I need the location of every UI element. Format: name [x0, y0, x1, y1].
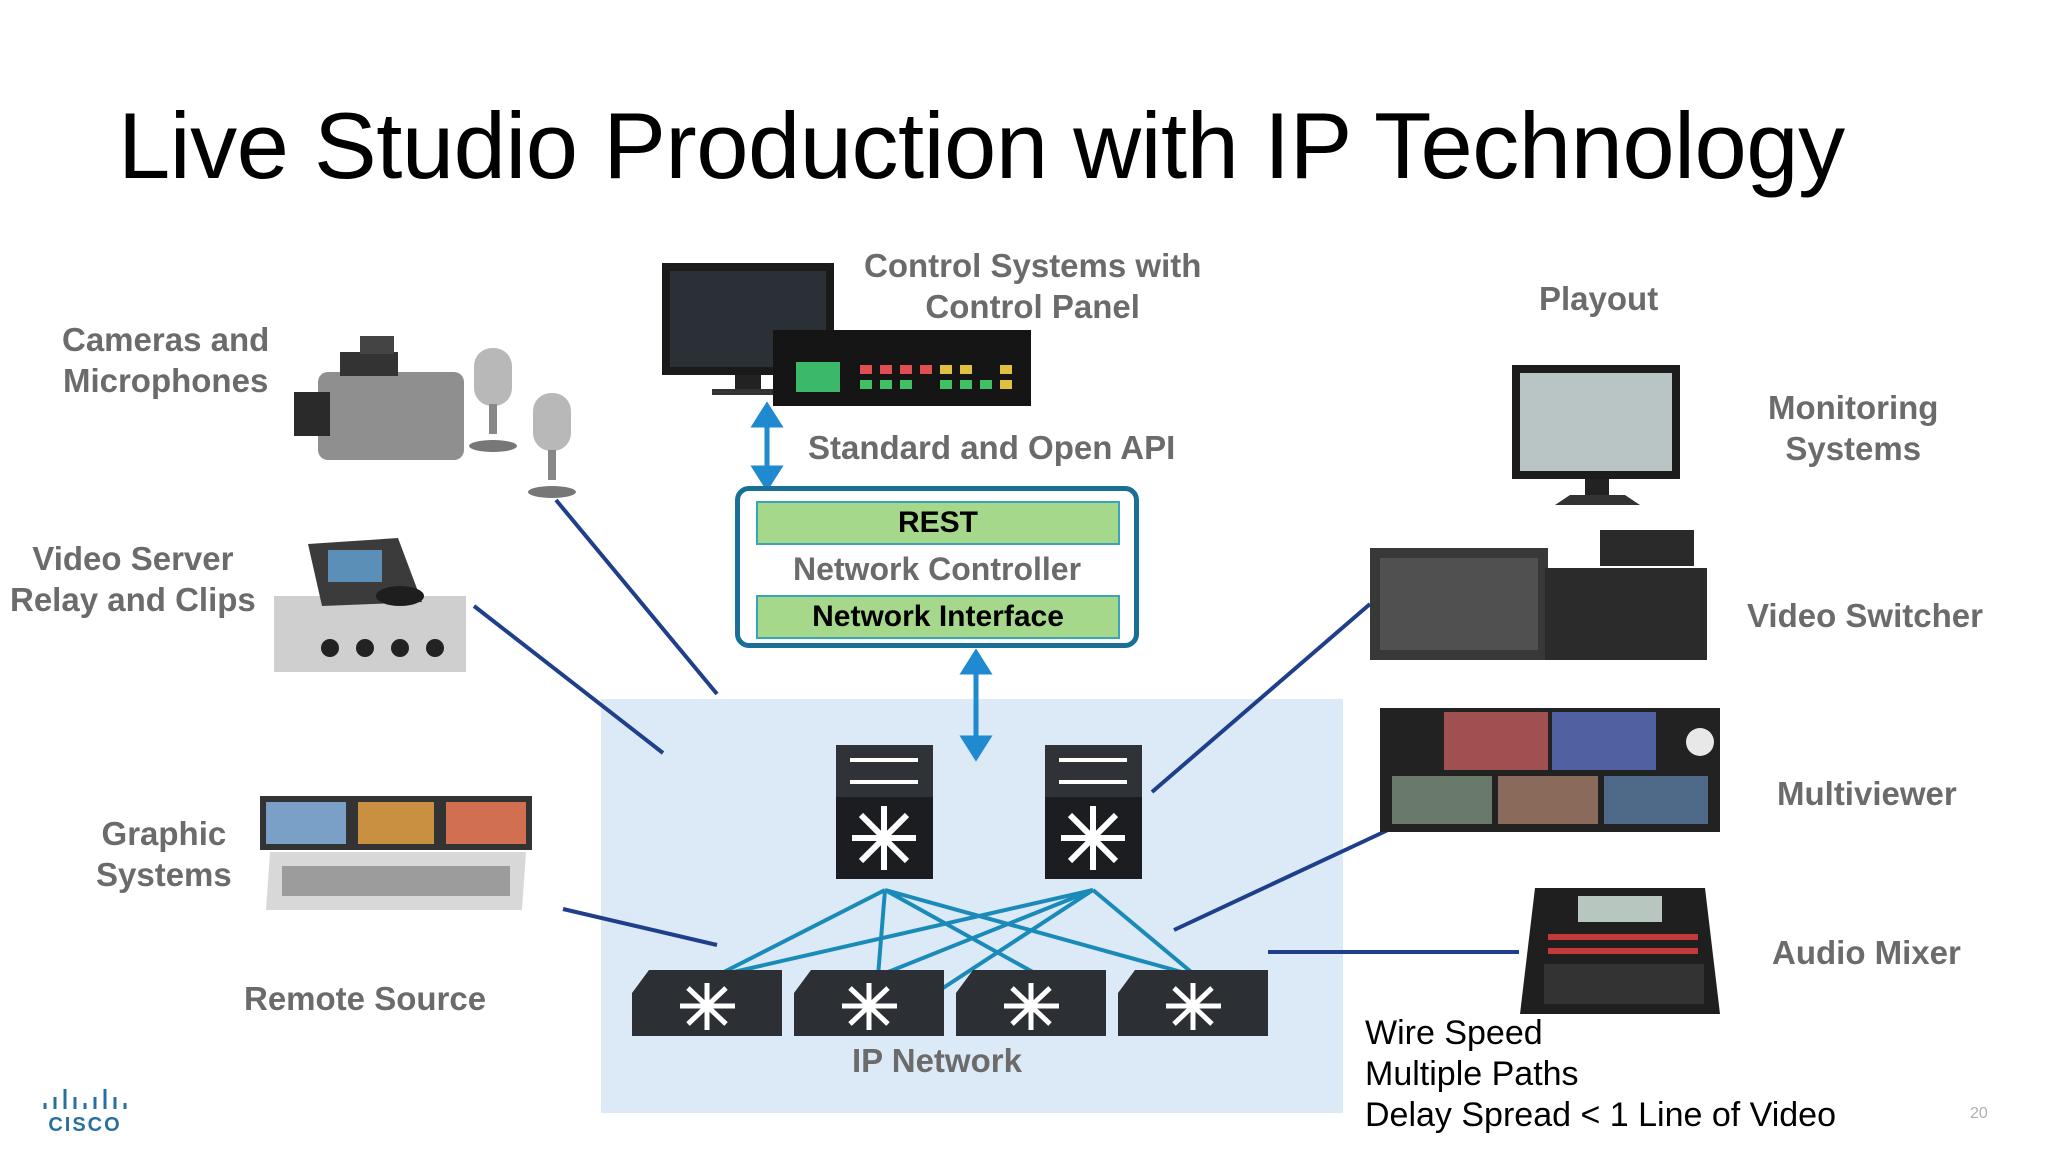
note-multiple-paths: Multiple Paths [1365, 1055, 1579, 1093]
network-interface-bar: Network Interface [756, 595, 1120, 639]
control-systems-label: Control Systems with Control Panel [864, 245, 1201, 327]
connector-cameras [554, 498, 719, 696]
connector-graphic [562, 907, 718, 947]
leaf-switch-4 [1118, 970, 1268, 1036]
page-number: 20 [1970, 1105, 1988, 1122]
connector-multiviewer [1173, 828, 1389, 932]
control-panel-image [773, 330, 1031, 406]
microphones-image [469, 348, 576, 498]
left-connectors [472, 498, 719, 947]
leaf-switch-1 [632, 970, 782, 1036]
camera-image [294, 336, 464, 460]
audio-mixer-image [1520, 888, 1720, 1014]
spine-switch-2 [1045, 745, 1142, 879]
controller-arrow [959, 648, 993, 762]
right-connectors [1150, 602, 1519, 954]
graphic-label-line2: Systems [96, 856, 232, 893]
video-server-label-line1: Video Server [32, 540, 234, 577]
note-wire-speed: Wire Speed [1365, 1014, 1543, 1052]
remote-source-label: Remote Source [244, 980, 487, 1017]
network-controller-label: Network Controller [792, 551, 1082, 587]
spine-switch-1 [836, 745, 933, 879]
monitoring-systems-label: Monitoring Systems [1768, 387, 1938, 469]
network-properties-notes: Wire Speed Multiple Paths Delay Spread <… [1365, 1013, 1836, 1136]
monitoring-label-line1: Monitoring [1768, 389, 1939, 426]
playout-label: Playout [1539, 280, 1659, 317]
cisco-logo: CISCO [40, 1085, 130, 1140]
page-title: Live Studio Production with IP Technolog… [118, 93, 1845, 198]
video-server-label: Video Server Relay and Clips [10, 538, 256, 620]
video-switcher-image [1370, 530, 1707, 660]
monitoring-label-line2: Systems [1785, 430, 1922, 467]
network-controller-box: REST Network Controller Network Interfac… [735, 486, 1139, 648]
svg-text:CISCO: CISCO [48, 1114, 121, 1135]
control-label-line2: Control Panel [925, 288, 1140, 325]
api-arrow [750, 401, 784, 492]
cameras-label-line2: Microphones [62, 362, 269, 399]
network-mesh [715, 888, 1198, 992]
cisco-bars-icon: CISCO [43, 1089, 127, 1136]
connector-video-server [472, 604, 665, 755]
multiviewer-image [1380, 708, 1720, 832]
graphic-label-line1: Graphic [101, 815, 227, 852]
graphics-system-image [260, 796, 532, 910]
video-server-label-line2: Relay and Clips [10, 581, 256, 618]
audio-mixer-label: Audio Mixer [1772, 934, 1961, 971]
connector-video-switcher [1150, 602, 1372, 794]
control-label-line1: Control Systems with [864, 247, 1202, 284]
ip-network-region [601, 699, 1343, 1113]
note-delay-spread: Delay Spread < 1 Line of Video [1365, 1096, 1836, 1134]
playout-monitor-image [1512, 365, 1680, 505]
control-monitor-image [662, 263, 834, 395]
cameras-label-line1: Cameras and [62, 321, 270, 358]
graphic-systems-label: Graphic Systems [96, 813, 232, 895]
leaf-switch-3 [956, 970, 1106, 1036]
leaf-switch-2 [794, 970, 944, 1036]
rest-bar: REST [756, 501, 1120, 545]
cameras-microphones-label: Cameras and Microphones [62, 319, 269, 401]
api-label: Standard and Open API [808, 429, 1176, 466]
video-switcher-label: Video Switcher [1747, 597, 1983, 634]
multiviewer-label: Multiviewer [1777, 775, 1957, 812]
video-server-image [274, 538, 466, 672]
ip-network-label: IP Network [852, 1042, 1022, 1079]
